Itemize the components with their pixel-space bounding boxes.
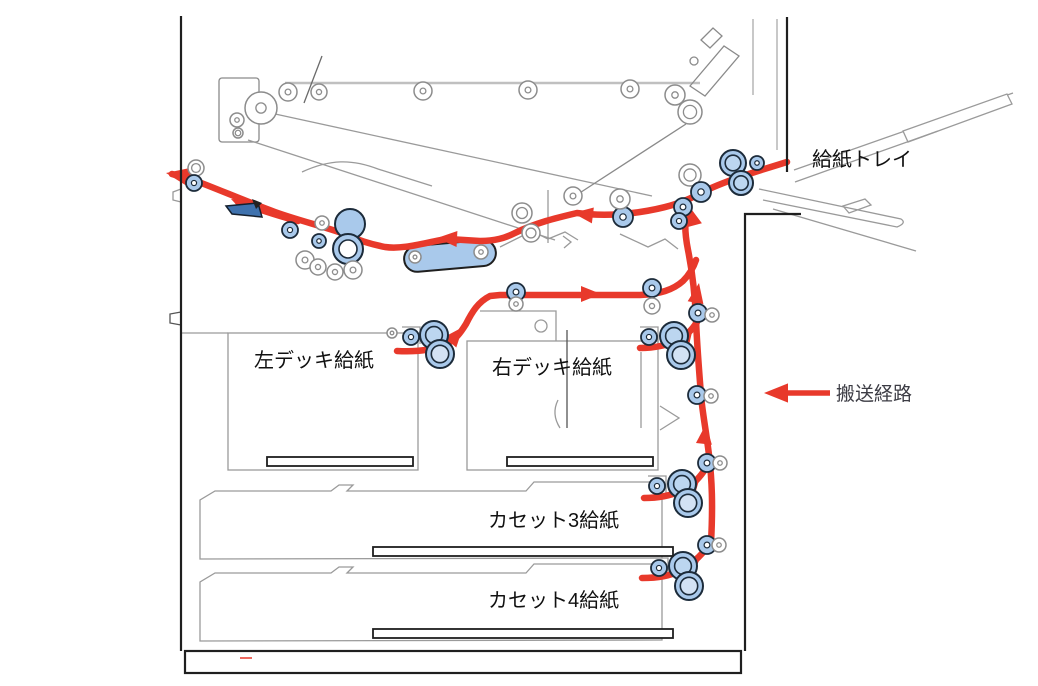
- feed-tray-structure: [758, 92, 1014, 252]
- label-cassette3: カセット3給紙: [488, 509, 619, 532]
- separation-roller: [425, 339, 455, 369]
- label-cassette4: カセット4給紙: [488, 589, 619, 612]
- pickup-roller: [659, 321, 689, 351]
- idler-roller: [704, 307, 720, 323]
- legend: 搬送経路: [764, 383, 912, 405]
- pickup-roller: [402, 328, 420, 346]
- idler-roller: [343, 260, 363, 280]
- belt-pulley: [473, 244, 489, 260]
- transport-roller: [612, 206, 634, 228]
- separation-roller: [674, 571, 704, 601]
- labels: 給紙トレイ 左デッキ給紙 右デッキ給紙 カセット3給紙 カセット4給紙: [254, 148, 912, 612]
- idler-roller: [521, 223, 541, 243]
- rail-idler: [664, 84, 686, 106]
- rail-idler: [677, 99, 703, 125]
- transport-roller: [642, 278, 662, 298]
- transport-roller: [687, 385, 707, 405]
- idler-roller: [703, 388, 719, 404]
- left-deck-bar: [266, 456, 414, 467]
- flapper-wedge: [224, 199, 264, 218]
- idler-roller: [711, 537, 727, 553]
- cassette3-bar: [372, 546, 674, 557]
- belt-pulley: [408, 250, 422, 264]
- feed-tray-roller: [719, 149, 747, 177]
- registration-roller: [673, 197, 693, 217]
- label-right-deck: 右デッキ給紙: [492, 356, 612, 379]
- delivery-idler: [232, 127, 244, 139]
- rail-idler: [620, 79, 640, 99]
- delivery-wheel: [244, 91, 278, 125]
- cassette4-bar: [372, 628, 674, 639]
- transport-roller: [311, 233, 327, 249]
- label-feed-tray: 給紙トレイ: [812, 148, 912, 171]
- fuser-roller: [332, 233, 364, 265]
- transport-roller: [697, 453, 717, 473]
- idler-roller: [309, 258, 327, 276]
- delivery-idler: [229, 112, 245, 128]
- machine-frame: [179, 16, 801, 675]
- idler-roller: [678, 163, 702, 187]
- idler-roller: [314, 215, 330, 231]
- separation-roller: [673, 488, 703, 518]
- idler-roller: [386, 327, 398, 339]
- idler-roller: [609, 188, 631, 210]
- idler-roller: [508, 296, 524, 312]
- separation-roller: [666, 340, 696, 370]
- transport-roller: [697, 535, 717, 555]
- feed-tray-roller: [728, 170, 754, 196]
- machine-base: [183, 649, 743, 675]
- idler-roller: [563, 186, 583, 206]
- right-deck-bar: [506, 456, 654, 467]
- rail-idler: [310, 83, 328, 101]
- registration-roller: [670, 212, 688, 230]
- frame-right-edge: [743, 212, 801, 651]
- legend-arrow-head: [764, 383, 788, 403]
- feed-roller: [690, 181, 712, 203]
- idler-roller: [326, 263, 344, 281]
- rail-idler: [278, 82, 298, 102]
- pickup-roller: [650, 559, 668, 577]
- transport-roller: [688, 303, 708, 323]
- pickup-roller: [640, 328, 658, 346]
- rail-idler: [413, 81, 433, 101]
- feed-tray-roller: [749, 155, 765, 171]
- idler-roller: [295, 250, 315, 270]
- exit-idler: [187, 159, 205, 177]
- exit-roller: [185, 174, 203, 192]
- transport-roller: [281, 221, 299, 239]
- idler-roller: [511, 202, 533, 224]
- label-left-deck: 左デッキ給紙: [254, 349, 374, 372]
- legend-label: 搬送経路: [836, 383, 912, 405]
- rail-idler: [518, 80, 538, 100]
- pickup-roller: [648, 477, 666, 495]
- idler-roller: [643, 297, 661, 315]
- rollers: [185, 79, 765, 601]
- idler-roller: [712, 455, 728, 471]
